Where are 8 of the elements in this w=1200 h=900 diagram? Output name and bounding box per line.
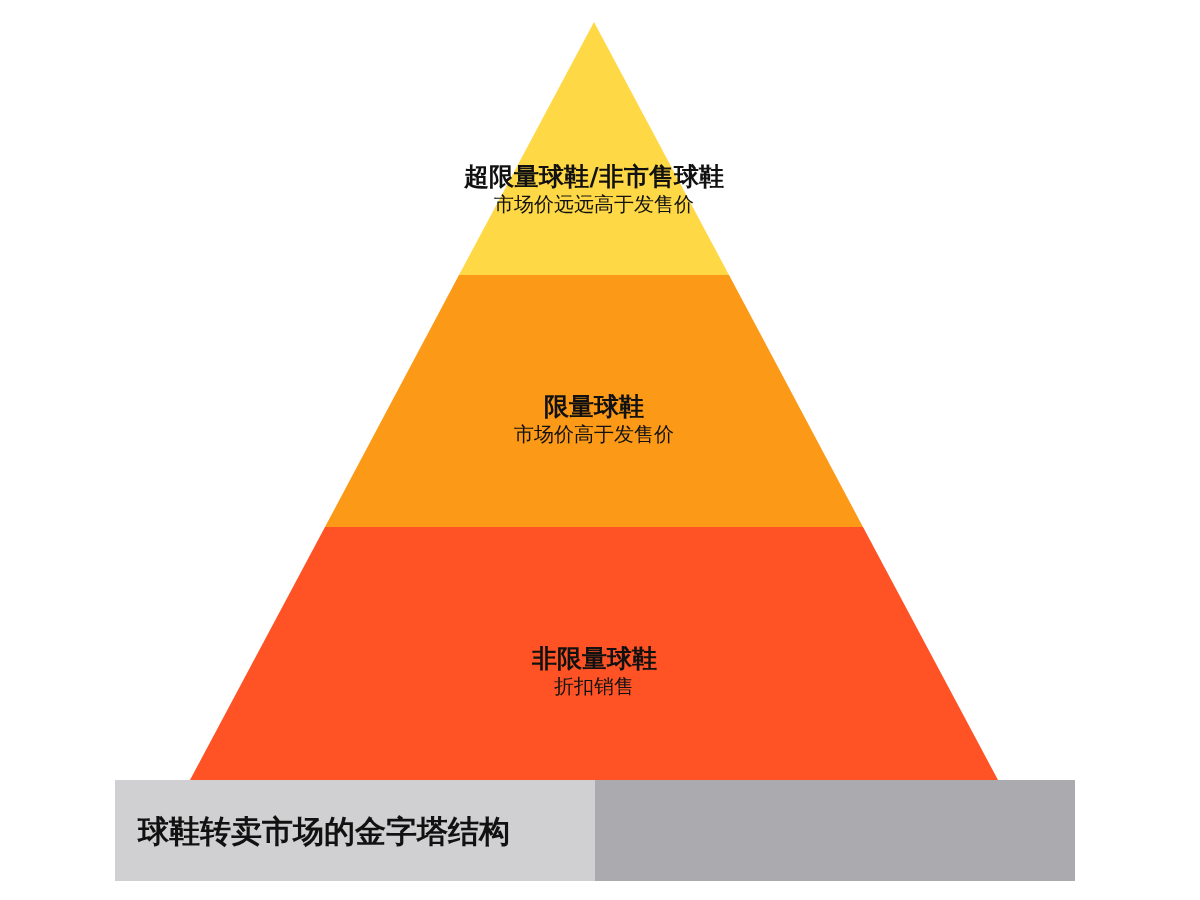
tier-description: 折扣销售	[554, 674, 634, 698]
tier-heading: 非限量球鞋	[531, 644, 657, 674]
pyramid-tier	[325, 275, 863, 527]
tier-description: 市场价远远高于发售价	[494, 192, 694, 216]
tier-heading: 限量球鞋	[544, 392, 644, 422]
tier-description: 市场价高于发售价	[514, 422, 674, 446]
title: 球鞋转卖市场的金字塔结构	[138, 813, 510, 849]
pyramid-tier	[190, 527, 998, 780]
